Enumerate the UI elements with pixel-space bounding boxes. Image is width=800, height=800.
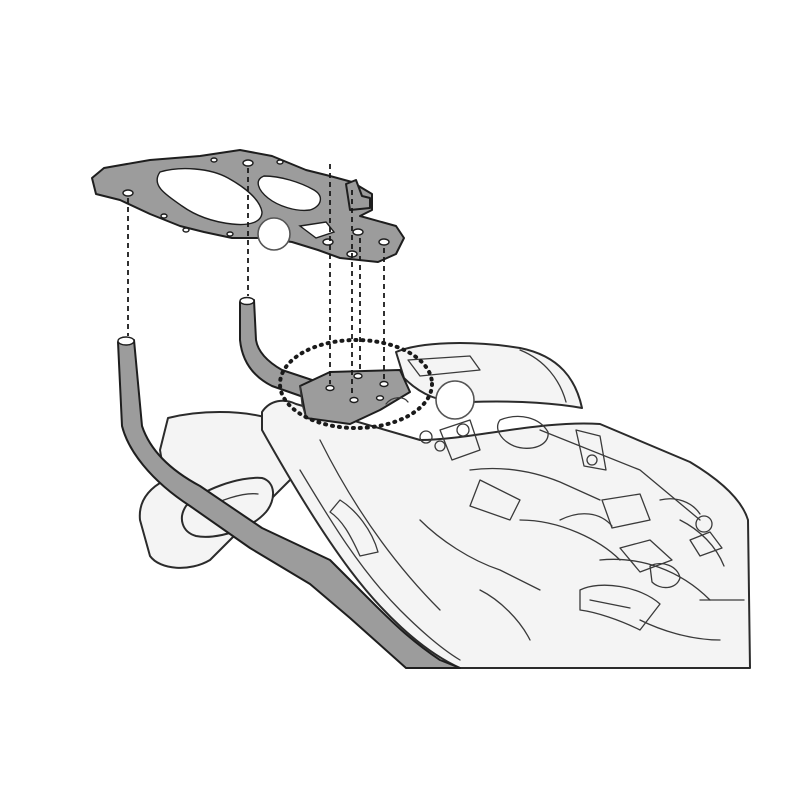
plate-cutout-large (156, 167, 263, 226)
plate-cutout-right (257, 175, 321, 212)
right-arm-bolt-top (239, 296, 255, 306)
center-bracket (299, 369, 411, 425)
reference-marker-bracket (435, 380, 475, 420)
plate-cutout-small (298, 221, 336, 239)
tail-cowl (261, 399, 751, 669)
highlight-ring-center-bracket (278, 338, 434, 430)
side-panel-line (299, 469, 461, 661)
left-arm-tube (117, 339, 461, 669)
left-arm-bolt-top (117, 336, 135, 346)
alignment-guides (127, 164, 385, 396)
left-rack-arm (117, 336, 461, 669)
reference-marker-plate (257, 217, 291, 251)
